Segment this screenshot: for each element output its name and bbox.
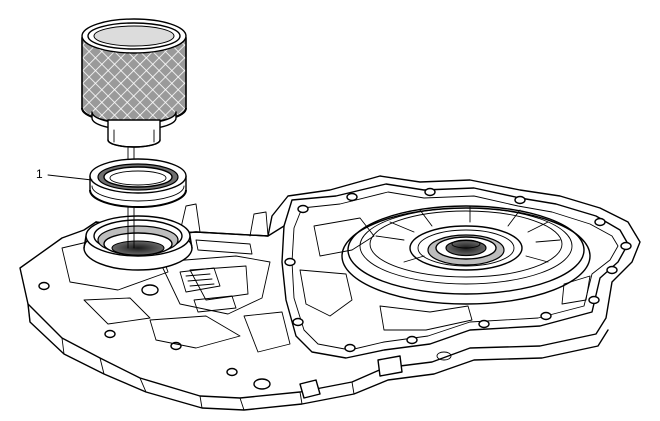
seal-installer-tool xyxy=(81,18,187,148)
seal xyxy=(89,158,187,208)
callout-1: 1 xyxy=(36,167,93,181)
pump-drum-assembly xyxy=(341,205,591,305)
callout-label-1: 1 xyxy=(36,167,43,181)
transmission-case-housing xyxy=(19,175,641,411)
seal-bore xyxy=(83,215,193,271)
callout-leader-line xyxy=(47,174,93,181)
flange-bolt-holes xyxy=(38,187,632,377)
